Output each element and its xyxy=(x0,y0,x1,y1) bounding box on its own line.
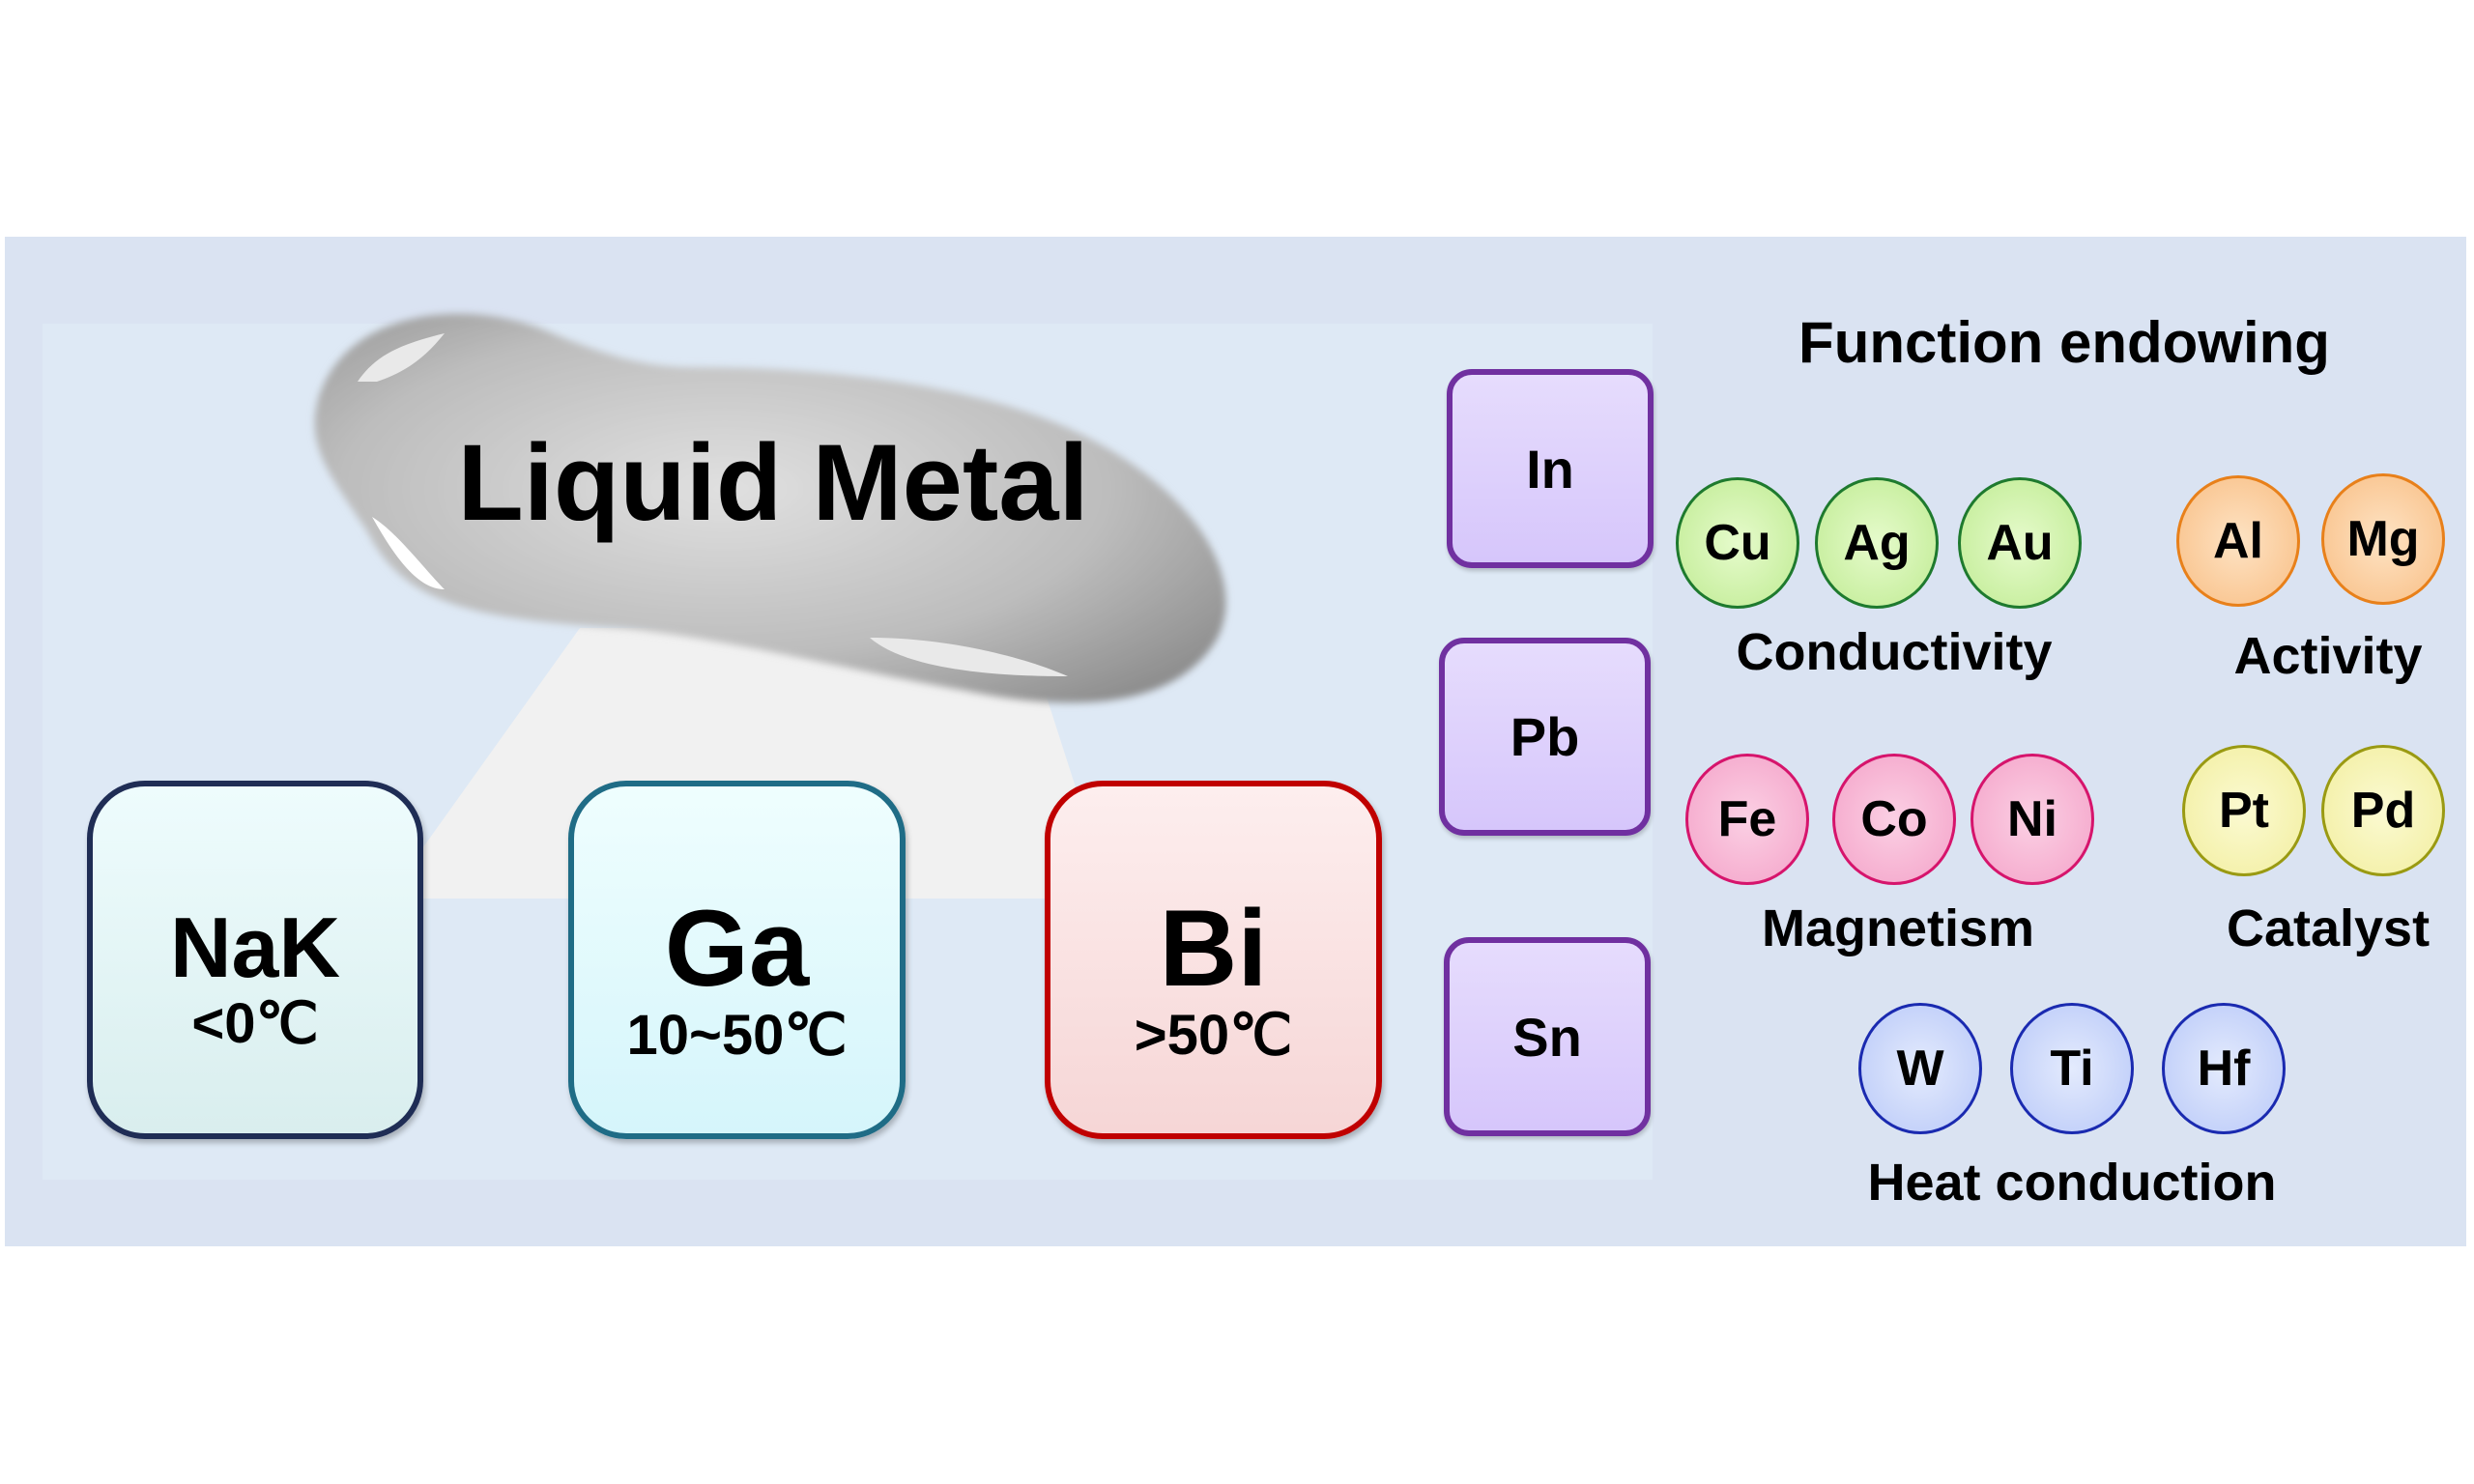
function-title: Function endowing xyxy=(1798,310,2330,375)
nak-range: <0℃ xyxy=(191,991,319,1055)
ga-box: Ga 10~50℃ xyxy=(568,781,906,1139)
nak-symbol: NaK xyxy=(169,899,341,996)
element-au: Au xyxy=(1958,477,2082,609)
element-ni: Ni xyxy=(1971,754,2094,885)
element-pd: Pd xyxy=(2321,745,2445,876)
element-hf: Hf xyxy=(2162,1003,2286,1134)
element-ti: Ti xyxy=(2010,1003,2134,1134)
conductivity-label: Conductivity xyxy=(1736,623,2053,681)
bi-symbol: Bi xyxy=(1159,887,1268,1009)
heat-conduction-label: Heat conduction xyxy=(1867,1154,2277,1212)
bi-range: >50℃ xyxy=(1134,1004,1293,1068)
ga-range: 10~50℃ xyxy=(626,1004,848,1068)
element-ag: Ag xyxy=(1815,477,1939,609)
pb-box: Pb xyxy=(1439,638,1651,836)
element-fe: Fe xyxy=(1685,754,1809,885)
element-pt: Pt xyxy=(2182,745,2306,876)
element-cu: Cu xyxy=(1676,477,1799,609)
sn-box: Sn xyxy=(1444,937,1651,1136)
catalyst-label: Catalyst xyxy=(2226,899,2431,957)
liquid-metal-blob xyxy=(314,313,1226,703)
element-mg: Mg xyxy=(2321,473,2445,605)
element-co: Co xyxy=(1832,754,1956,885)
in-box: In xyxy=(1447,369,1654,568)
element-al: Al xyxy=(2176,475,2300,607)
liquid-metal-title: Liquid Metal xyxy=(457,422,1089,543)
magnetism-label: Magnetism xyxy=(1761,899,2035,957)
activity-label: Activity xyxy=(2233,627,2423,685)
ga-symbol: Ga xyxy=(664,887,810,1009)
bi-box: Bi >50℃ xyxy=(1045,781,1382,1139)
element-w: W xyxy=(1858,1003,1982,1134)
nak-box: NaK <0℃ xyxy=(87,781,423,1139)
